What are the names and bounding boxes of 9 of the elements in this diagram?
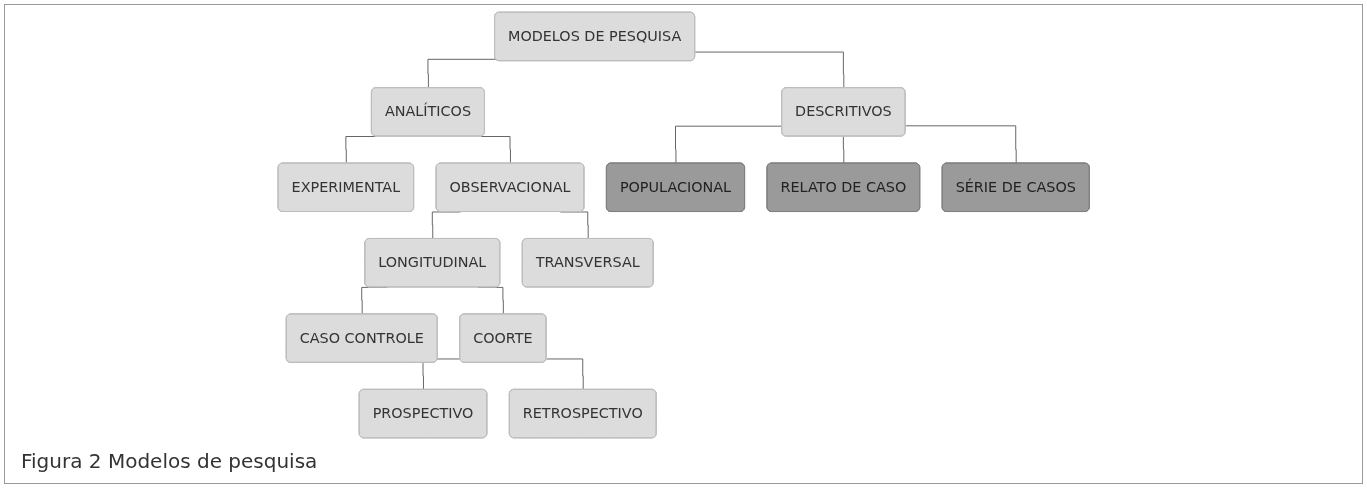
connector <box>842 136 845 164</box>
connector <box>674 125 783 164</box>
figure-caption: Figura 2 Modelos de pesquisa <box>20 448 319 475</box>
connector <box>545 358 584 391</box>
connector <box>904 125 1017 164</box>
connector <box>345 136 376 164</box>
connector <box>480 136 511 164</box>
connector <box>694 51 845 89</box>
connector <box>427 58 497 89</box>
